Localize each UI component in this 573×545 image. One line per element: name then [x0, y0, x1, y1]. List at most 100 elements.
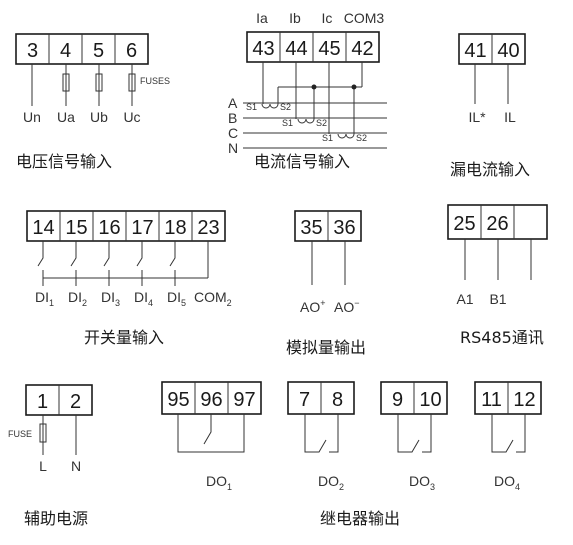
terminal-8: 8 [332, 389, 343, 411]
relay1-terminal-strip [161, 381, 262, 415]
terminal-25: 25 [453, 213, 475, 235]
terminal-14: 14 [32, 217, 54, 239]
terminal-9: 9 [392, 389, 403, 411]
label-il: IL [504, 109, 516, 125]
ct-c-coil-icon [337, 133, 355, 139]
label-il-star: IL* [468, 109, 486, 125]
rs485-caption: RS485通讯 [460, 328, 544, 347]
terminal-17: 17 [131, 217, 153, 239]
terminal-23: 23 [197, 217, 219, 239]
switch-contact-icon [169, 241, 176, 286]
ct-c-s1: S1 [322, 133, 333, 143]
switch-contact-icon [136, 241, 143, 286]
label-com2: COM2 [194, 289, 232, 308]
label-do3: DO3 [409, 473, 435, 492]
terminal-40: 40 [497, 40, 519, 62]
terminal-7: 7 [299, 389, 310, 411]
terminal-12: 12 [513, 389, 535, 411]
relay-output-caption: 继电器输出 [320, 509, 400, 528]
label-di3: DI3 [101, 289, 120, 308]
relay3-contact-icon [397, 414, 432, 453]
terminal-3: 3 [27, 40, 38, 62]
fuse-label: FUSE [8, 429, 32, 439]
label-un: Un [23, 109, 41, 125]
switch-contact-icon [37, 241, 44, 286]
terminal-36: 36 [333, 217, 355, 239]
phase-b: B [228, 110, 237, 126]
fuse-icon [95, 73, 103, 92]
current-input-block: Ia Ib Ic COM3 43 44 45 42 A B C N S1 S2 … [228, 10, 387, 171]
terminal-2: 2 [70, 391, 81, 413]
label-com3: COM3 [344, 10, 385, 26]
label-ao-plus: AO+ [300, 298, 326, 315]
ct-b-s1: S1 [282, 118, 293, 128]
label-ua: Ua [57, 109, 75, 125]
label-do2: DO2 [318, 473, 344, 492]
relay-output-block: 95 96 97 DO1 7 8 DO2 9 10 DO3 11 12 DO4 … [161, 381, 542, 528]
relay1-contact-icon [177, 414, 245, 453]
analog-output-block: 35 36 AO+ AO− 模拟量输出 [286, 210, 366, 357]
ct-c-s2: S2 [356, 133, 367, 143]
phase-a: A [228, 95, 238, 111]
label-di4: DI4 [134, 289, 153, 308]
rs485-block: 25 26 A1 B1 RS485通讯 [447, 204, 548, 347]
label-l: L [39, 458, 47, 474]
label-di5: DI5 [167, 289, 186, 308]
terminal-26: 26 [486, 213, 508, 235]
label-a1: A1 [456, 291, 473, 307]
ct-b-coil-icon [297, 118, 315, 124]
terminal-42: 42 [351, 38, 373, 60]
terminal-35: 35 [300, 217, 322, 239]
terminal-16: 16 [98, 217, 120, 239]
aux-power-block: 1 2 FUSE L N 辅助电源 [8, 384, 93, 528]
label-n: N [71, 458, 81, 474]
label-di1: DI1 [35, 289, 54, 308]
ct-a-s1: S1 [246, 102, 257, 112]
label-ib: Ib [289, 10, 301, 26]
fuse-icon [128, 73, 136, 92]
terminal-10: 10 [419, 389, 441, 411]
label-do4: DO4 [494, 473, 520, 492]
leakage-input-block: 41 40 IL* IL 漏电流输入 [450, 33, 530, 179]
terminal-6: 6 [126, 40, 137, 62]
fuses-label: FUSES [140, 76, 170, 86]
terminal-18: 18 [164, 217, 186, 239]
relay2-contact-icon [304, 414, 339, 453]
ct-a-s2: S2 [280, 102, 291, 112]
voltage-input-block: 3 4 5 6 FUSES Un Ua Ub Uc 电压信号输入 [15, 33, 170, 171]
label-uc: Uc [123, 109, 140, 125]
label-ic: Ic [322, 10, 333, 26]
label-di2: DI2 [68, 289, 87, 308]
terminal-15: 15 [65, 217, 87, 239]
terminal-95: 95 [167, 389, 189, 411]
current-input-caption: 电流信号输入 [254, 152, 350, 171]
terminal-41: 41 [464, 40, 486, 62]
terminal-11: 11 [481, 389, 502, 411]
label-do1: DO1 [206, 473, 232, 492]
voltage-input-caption: 电压信号输入 [16, 152, 112, 171]
switch-contact-icon [70, 241, 77, 286]
aux-power-caption: 辅助电源 [24, 509, 88, 528]
analog-output-caption: 模拟量输出 [286, 338, 366, 357]
switch-input-block: 14 15 16 17 18 23 DI1 DI2 DI3 DI4 DI5 CO… [26, 210, 232, 347]
relay4-contact-icon [491, 414, 526, 453]
label-b1: B1 [489, 291, 506, 307]
terminal-4: 4 [60, 40, 71, 62]
phase-n: N [228, 140, 238, 156]
terminal-43: 43 [252, 38, 274, 60]
terminal-96: 96 [200, 389, 222, 411]
phase-c: C [228, 125, 238, 141]
label-ao-minus: AO− [334, 298, 360, 315]
label-ub: Ub [90, 109, 108, 125]
switch-contact-icon [103, 241, 110, 286]
terminal-1: 1 [37, 391, 48, 413]
junction-dot [311, 84, 317, 90]
terminal-45: 45 [318, 38, 340, 60]
ct-a-coil-icon [261, 103, 279, 109]
label-ia: Ia [256, 10, 268, 26]
junction-dot [351, 84, 357, 90]
fuse-icon [62, 73, 70, 92]
terminal-5: 5 [93, 40, 104, 62]
fuse-icon [39, 423, 47, 443]
